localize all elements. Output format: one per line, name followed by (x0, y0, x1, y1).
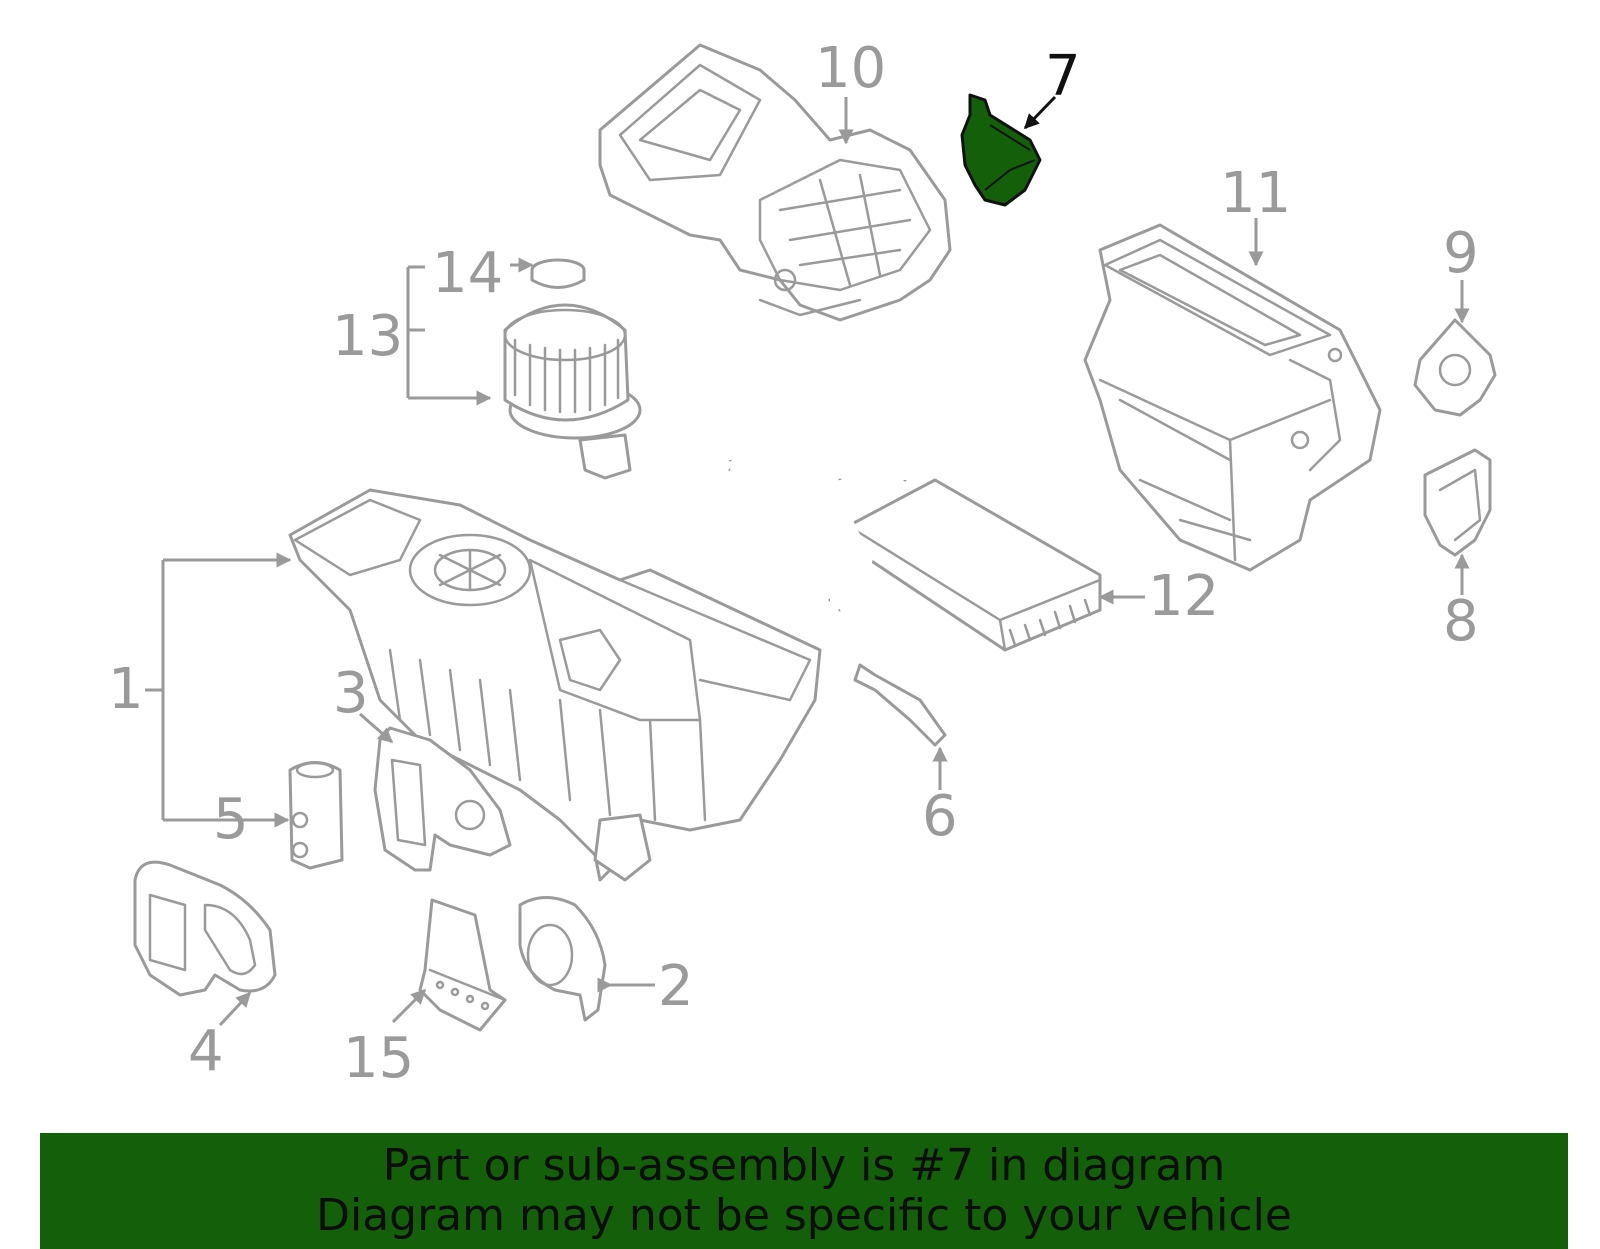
callout-10: 10 (815, 36, 886, 101)
callout-15: 15 (343, 1026, 414, 1091)
callout-2: 2 (658, 954, 694, 1019)
callout-11: 11 (1220, 161, 1291, 226)
part-9-cover (1413, 318, 1497, 417)
callout-7-highlighted: 7 (1045, 44, 1081, 109)
callout-3: 3 (333, 661, 369, 726)
part-12-heater-core (725, 406, 1102, 652)
part-11-heater-case (1083, 223, 1382, 572)
part-1-lower-case (288, 488, 822, 882)
part-10-upper-case (598, 43, 952, 322)
part-8-cover (1423, 448, 1492, 557)
banner-disclaimer-text: Diagram may not be specific to your vehi… (316, 1190, 1292, 1241)
banner-part-text: Part or sub-assembly is #7 in diagram (382, 1140, 1226, 1191)
callout-5: 5 (213, 787, 249, 852)
leader-lines (145, 95, 1470, 1027)
part-3-duct (373, 726, 512, 872)
callout-4: 4 (188, 1019, 224, 1084)
part-15-resistor (418, 898, 507, 1032)
callout-14: 14 (432, 241, 503, 306)
part-14-washer (530, 258, 586, 289)
info-banner: Part or sub-assembly is #7 in diagram Di… (40, 1133, 1568, 1249)
part-7-highlighted (960, 93, 1042, 207)
part-13-blower-motor (503, 303, 642, 480)
part-2-cover (518, 896, 607, 1022)
part-6-seal (853, 663, 947, 747)
callout-8: 8 (1443, 589, 1479, 654)
callout-1: 1 (108, 657, 144, 722)
callout-numbers: 1 2 3 4 5 6 7 8 9 10 11 12 13 14 15 (108, 36, 1479, 1091)
part-4-duct-pair (133, 860, 277, 997)
callout-13: 13 (332, 304, 403, 369)
callout-12: 12 (1148, 564, 1219, 629)
callout-9: 9 (1443, 221, 1479, 286)
part-5-valve (288, 761, 344, 870)
callout-6: 6 (922, 784, 958, 849)
